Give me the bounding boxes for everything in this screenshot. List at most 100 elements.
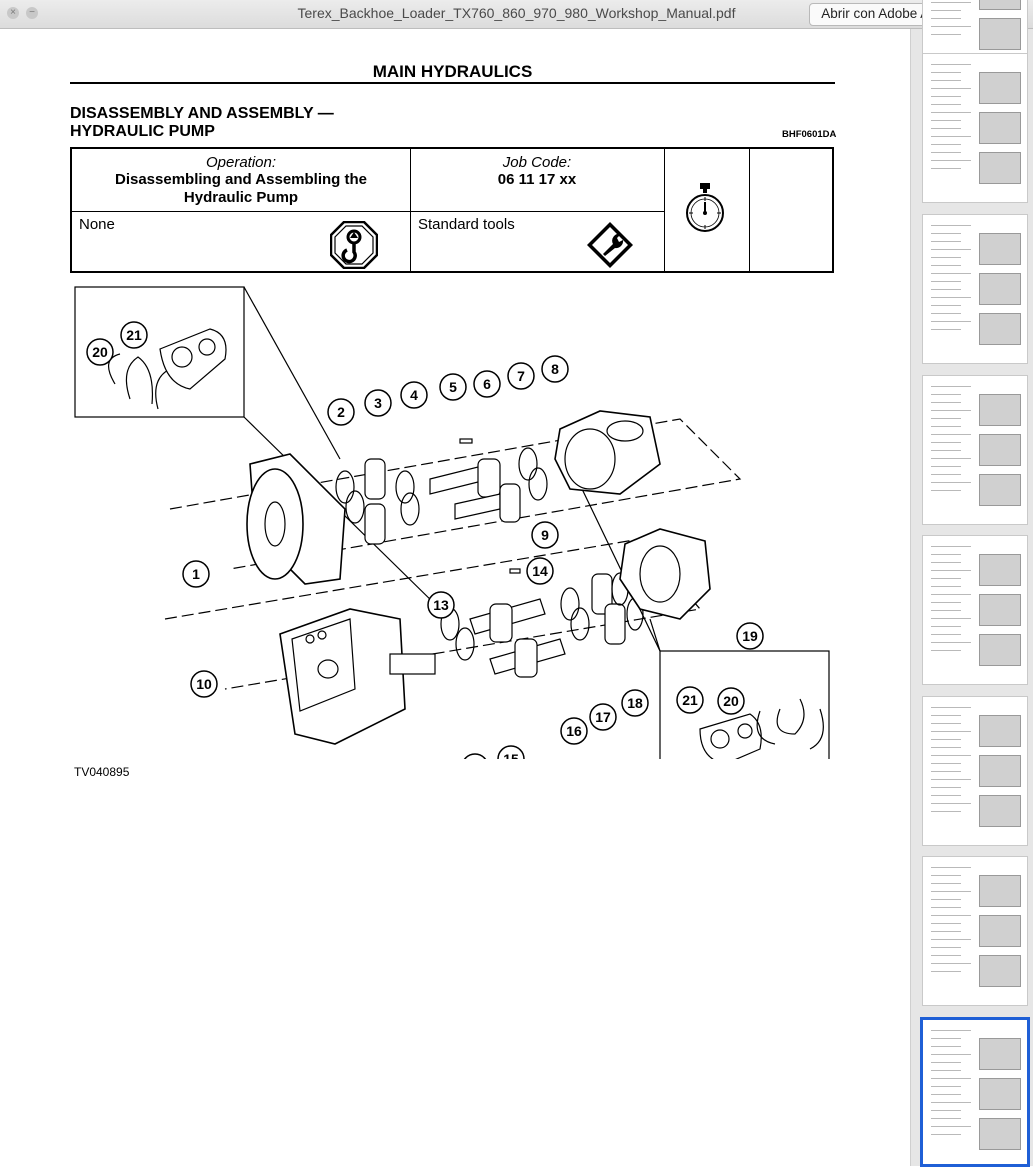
callout-21: 21 xyxy=(120,321,148,349)
thumbnail-text-line xyxy=(931,787,961,788)
thumbnail-image xyxy=(979,394,1021,426)
operation-value-line1: Disassembling and Assembling the xyxy=(114,171,367,188)
page-thumbnail[interactable] xyxy=(922,214,1028,364)
thumbnail-text-line xyxy=(931,795,961,796)
thumbnail-text-line xyxy=(931,899,961,900)
thumbnail-text-line xyxy=(931,273,971,274)
figure-reference: TV040895 xyxy=(74,765,130,779)
thumbnail-text-line xyxy=(931,955,961,956)
job-code-label: Job Code: xyxy=(502,154,572,171)
stopwatch-icon xyxy=(684,183,726,242)
callout-label: 15 xyxy=(503,751,519,759)
thumbnail-text-line xyxy=(931,723,961,724)
thumbnail-text-line xyxy=(931,329,961,330)
thumbnail-text-line xyxy=(931,634,961,635)
thumbnail-text-line xyxy=(931,578,961,579)
thumbnail-image xyxy=(979,594,1021,626)
thumbnail-text-line xyxy=(931,64,971,65)
window-title: Terex_Backhoe_Loader_TX760_860_970_980_W… xyxy=(297,5,736,21)
thumbnail-text-line xyxy=(931,1094,961,1095)
thumbnail-text-line xyxy=(931,1126,971,1127)
callout-label: 7 xyxy=(517,368,525,384)
document-page: MAIN HYDRAULICS DISASSEMBLY AND ASSEMBLY… xyxy=(0,29,910,1166)
page-thumbnail[interactable] xyxy=(922,856,1028,1006)
thumbnail-text-line xyxy=(931,96,961,97)
thumbnail-text-line xyxy=(931,731,971,732)
callout-group: 1234567891011121314151617181920212021 xyxy=(86,321,764,759)
minimize-icon[interactable]: − xyxy=(26,7,38,19)
thumbnail-text-line xyxy=(931,963,971,964)
callout-label: 13 xyxy=(433,597,449,613)
callout-18: 18 xyxy=(621,689,649,717)
thumbnail-text-line xyxy=(931,402,961,403)
callout-17: 17 xyxy=(589,703,617,731)
table-divider xyxy=(749,149,750,271)
document-code: BHF0601DA xyxy=(782,129,837,140)
section-title: DISASSEMBLY AND ASSEMBLY — HYDRAULIC PUM… xyxy=(70,105,334,141)
callout-2: 2 xyxy=(327,398,355,426)
section-title-line2: HYDRAULIC PUMP xyxy=(70,123,215,140)
callout-20: 20 xyxy=(717,687,745,715)
thumbnail-sidebar[interactable] xyxy=(910,0,1033,1167)
close-icon[interactable]: × xyxy=(7,7,19,19)
thumbnail-text-line xyxy=(931,1046,961,1047)
thumbnail-text-line xyxy=(931,482,971,483)
thumbnail-text-line xyxy=(931,803,971,804)
table-divider xyxy=(410,149,411,271)
thumbnail-text-line xyxy=(931,562,961,563)
thumbnail-text-line xyxy=(931,104,961,105)
callout-10: 10 xyxy=(190,670,218,698)
thumbnail-text-line xyxy=(931,923,961,924)
thumbnail-image xyxy=(979,313,1021,345)
thumbnail-text-line xyxy=(931,458,971,459)
callout-label: 14 xyxy=(532,563,548,579)
inset-box-top xyxy=(74,286,245,418)
thumbnail-text-line xyxy=(931,281,961,282)
callout-label: 4 xyxy=(410,387,418,403)
thumbnail-text-line xyxy=(931,1102,971,1103)
callout-label: 21 xyxy=(126,327,142,343)
thumbnail-text-line xyxy=(931,1118,961,1119)
thumbnail-text-line xyxy=(931,265,961,266)
section-title-line1: DISASSEMBLY AND ASSEMBLY — xyxy=(70,105,334,122)
wrench-icon xyxy=(586,221,634,274)
thumbnail-text-line xyxy=(931,386,971,387)
thumbnail-image xyxy=(979,1038,1021,1070)
thumbnail-text-line xyxy=(931,144,961,145)
thumbnail-text-line xyxy=(931,490,961,491)
thumbnail-text-line xyxy=(931,233,961,234)
page-thumbnail[interactable] xyxy=(922,696,1028,846)
thumbnail-text-line xyxy=(931,939,971,940)
page-thumbnail[interactable] xyxy=(922,53,1028,203)
thumbnail-text-line xyxy=(931,136,971,137)
thumbnail-text-line xyxy=(931,2,971,3)
thumbnail-text-line xyxy=(931,618,971,619)
thumbnail-image xyxy=(979,795,1021,827)
thumbnail-text-line xyxy=(931,72,961,73)
page-thumbnail[interactable] xyxy=(922,375,1028,525)
thumbnail-image xyxy=(979,18,1021,50)
thumbnail-text-line xyxy=(931,554,961,555)
callout-9: 9 xyxy=(531,521,559,549)
thumbnail-text-line xyxy=(931,1086,961,1087)
thumbnail-text-line xyxy=(931,610,961,611)
page-thumbnail[interactable] xyxy=(922,535,1028,685)
thumbnail-image xyxy=(979,434,1021,466)
thumbnail-text-line xyxy=(931,321,971,322)
page-thumbnail[interactable] xyxy=(920,1017,1030,1167)
thumbnail-text-line xyxy=(931,771,961,772)
thumbnail-text-line xyxy=(931,811,961,812)
callout-15: 15 xyxy=(497,745,525,759)
thumbnail-text-line xyxy=(931,642,971,643)
thumbnail-text-line xyxy=(931,867,971,868)
job-code-value: 06 11 17 xx xyxy=(497,171,577,188)
lifting-hook-icon xyxy=(329,220,379,274)
thumbnail-text-line xyxy=(931,1134,961,1135)
thumbnail-text-line xyxy=(931,297,971,298)
thumbnail-image xyxy=(979,955,1021,987)
thumbnail-image xyxy=(979,112,1021,144)
operation-value-line2: Hydraulic Pump xyxy=(183,189,299,206)
thumbnail-image xyxy=(979,634,1021,666)
thumbnail-text-line xyxy=(931,128,961,129)
callout-7: 7 xyxy=(507,362,535,390)
